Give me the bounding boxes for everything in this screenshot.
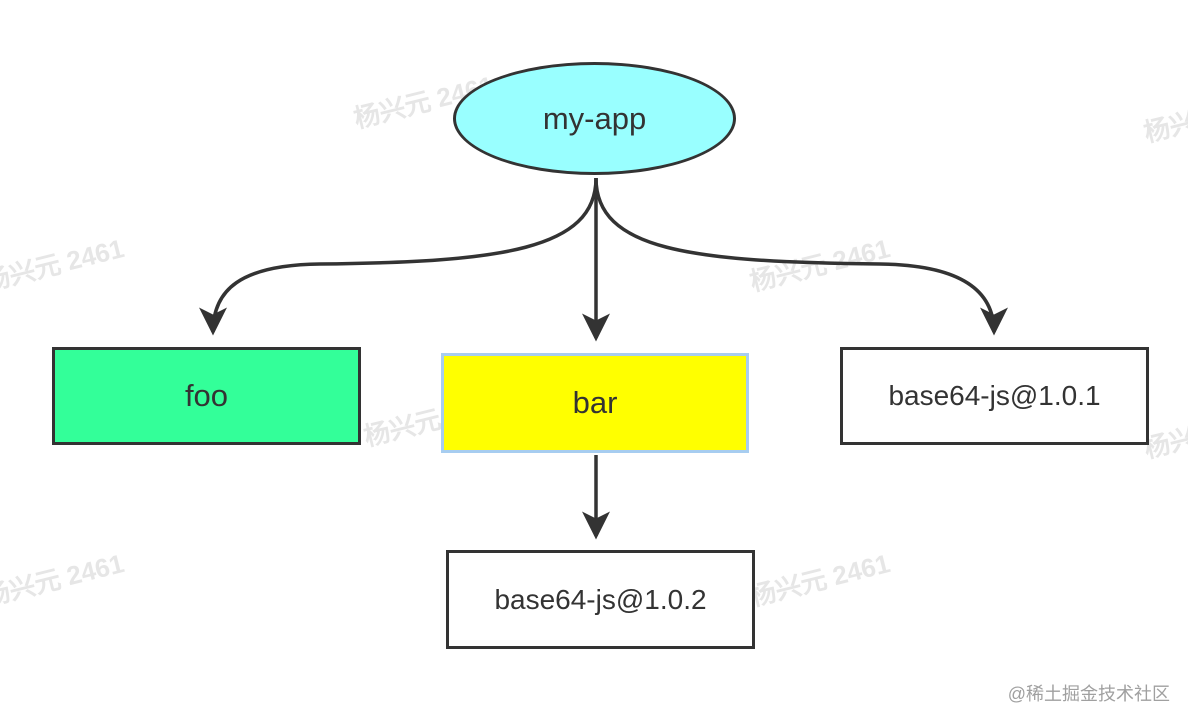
node-label-bar: bar (572, 385, 618, 420)
node-label-base64-js-101: base64-js@1.0.1 (888, 380, 1101, 411)
node-base64-js-102: base64-js@1.0.2 (446, 550, 755, 649)
node-bar: bar (441, 353, 749, 453)
node-label-my-app: my-app (542, 100, 647, 136)
node-my-app: my-app (453, 62, 736, 175)
node-label-foo: foo (184, 378, 229, 413)
node-foo: foo (52, 347, 361, 445)
node-label-base64-js-102: base64-js@1.0.2 (494, 583, 707, 615)
edge-myapp-to-foo (199, 177, 598, 336)
credit-text: @稀土掘金技术社区 (1007, 684, 1170, 704)
node-base64-js-101: base64-js@1.0.1 (840, 347, 1149, 445)
edge-myapp-to-base64-101 (594, 177, 1008, 336)
